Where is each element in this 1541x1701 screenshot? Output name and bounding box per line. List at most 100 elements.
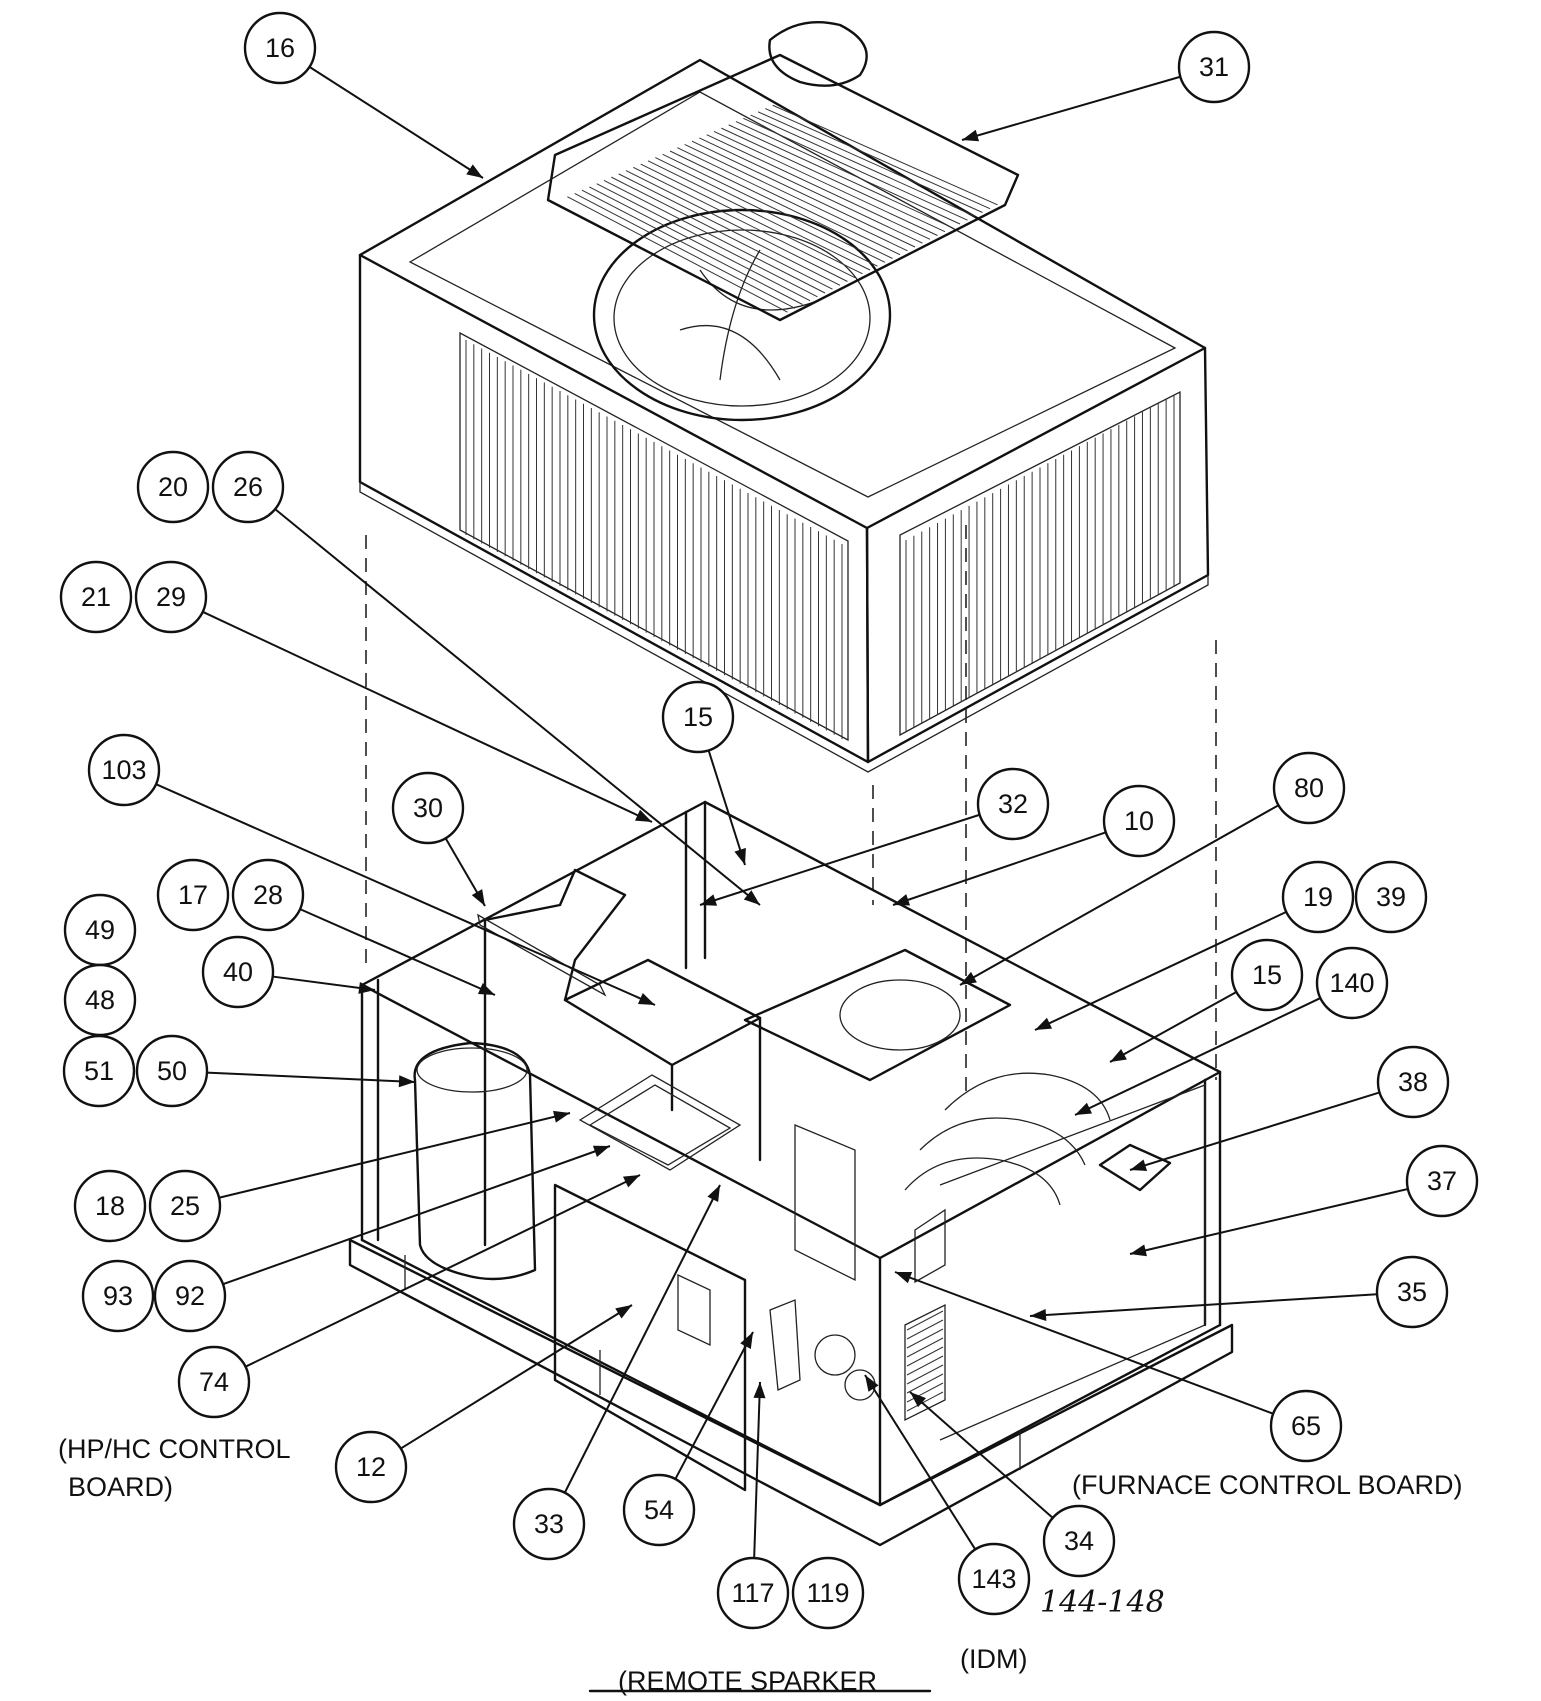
- callout-number: 38: [1398, 1067, 1428, 1097]
- callout-40: 40: [201, 935, 275, 1009]
- callout-25: 25: [148, 1169, 222, 1243]
- callout-number: 80: [1294, 773, 1324, 803]
- callout-30: 30: [391, 771, 465, 845]
- leader-line-32: [699, 813, 980, 906]
- hatch-line: [757, 111, 983, 213]
- caption-furnace-control-board: (FURNACE CONTROL BOARD): [1072, 1470, 1463, 1500]
- hatch-line: [691, 140, 916, 248]
- callout-103: 103: [87, 733, 161, 807]
- hatch-line: [906, 1337, 944, 1358]
- hatch-line: [743, 117, 968, 221]
- hatch-line: [655, 157, 878, 267]
- leader-arrowhead-37: [1130, 1244, 1147, 1257]
- callout-50: 50: [135, 1034, 209, 1108]
- leader-arrowhead-38: [1130, 1159, 1148, 1171]
- leader-line-15: [1109, 991, 1237, 1063]
- callout-number: 37: [1427, 1166, 1457, 1196]
- leader-line-26: [274, 508, 761, 906]
- callout-number: 32: [998, 789, 1028, 819]
- hatch-line: [906, 1328, 944, 1349]
- callout-39: 39: [1354, 860, 1428, 934]
- leader-arrowhead-10: [893, 894, 911, 906]
- leader-arrowhead-28: [477, 983, 495, 995]
- leader-line-25: [218, 1112, 571, 1199]
- callout-32: 32: [976, 767, 1050, 841]
- callout-circle: [1315, 946, 1389, 1020]
- leader-arrowhead-54: [740, 1332, 753, 1349]
- callout-54: 54: [622, 1473, 696, 1547]
- callout-circle: [1375, 1255, 1449, 1329]
- callout-circle: [211, 450, 285, 524]
- callout-29: 29: [134, 560, 208, 634]
- callout-circle: [661, 680, 735, 754]
- callout-circle: [177, 1345, 251, 1419]
- handwritten-range-note: 144-148: [1040, 1585, 1165, 1620]
- callout-74: 74: [177, 1345, 251, 1419]
- caption-hp-hc-line1: (HP/HC CONTROL: [58, 1434, 291, 1464]
- leader-line-33: [563, 1184, 721, 1494]
- callout-number: 15: [1252, 960, 1282, 990]
- callout-117: 117: [716, 1556, 790, 1630]
- callout-number: 40: [223, 957, 253, 987]
- leader-arrowhead-65: [895, 1271, 913, 1284]
- callout-circle: [148, 1169, 222, 1243]
- hatch-line: [735, 121, 961, 225]
- leader-arrowhead-15: [734, 847, 746, 865]
- callout-number: 92: [175, 1281, 205, 1311]
- leader-line-29: [202, 610, 653, 823]
- leader-line-12: [400, 1304, 633, 1450]
- callout-circle: [59, 560, 133, 634]
- callout-number: 15: [683, 702, 713, 732]
- callout-80: 80: [1272, 751, 1346, 825]
- callout-number: 34: [1064, 1526, 1094, 1556]
- hatch-line: [906, 1391, 944, 1412]
- callout-number: 12: [356, 1452, 386, 1482]
- fan-orifice: [592, 208, 892, 422]
- callout-number: 33: [534, 1509, 564, 1539]
- callout-circle: [87, 733, 161, 807]
- callout-number: 35: [1397, 1277, 1427, 1307]
- callout-number: 16: [265, 33, 295, 63]
- callout-circle: [622, 1473, 696, 1547]
- callout-20: 20: [136, 450, 210, 524]
- leader-arrowhead-33: [707, 1185, 720, 1202]
- callout-15: 15: [1230, 938, 1304, 1012]
- callout-15: 15: [661, 680, 735, 754]
- callout-10: 10: [1102, 784, 1176, 858]
- leader-arrowhead-12: [615, 1305, 632, 1319]
- callout-circle: [1102, 784, 1176, 858]
- callout-number: 119: [806, 1578, 849, 1608]
- hatch-line: [906, 1382, 944, 1403]
- callout-circle: [1376, 1045, 1450, 1119]
- leader-arrowhead-103: [637, 993, 655, 1005]
- callout-circle: [1177, 30, 1251, 104]
- callout-21: 21: [59, 560, 133, 634]
- leader-line-38: [1129, 1091, 1380, 1171]
- louver-hatching: [906, 1310, 944, 1412]
- leader-line-10: [892, 831, 1107, 906]
- leader-line-34: [909, 1391, 1054, 1519]
- callout-18: 18: [73, 1169, 147, 1243]
- hatch-line: [618, 173, 841, 286]
- leader-line-35: [1029, 1293, 1378, 1317]
- right-condenser-coil: [905, 395, 1175, 732]
- callout-48: 48: [63, 963, 137, 1037]
- callout-19: 19: [1281, 860, 1355, 934]
- callout-number: 51: [84, 1056, 114, 1086]
- callout-number: 25: [170, 1191, 200, 1221]
- leader-line-19: [1034, 910, 1287, 1031]
- callout-circle: [1272, 751, 1346, 825]
- base-cabinet-assembly: [348, 800, 1234, 1547]
- leader-arrowhead-117: [753, 1382, 766, 1399]
- leader-line-103: [155, 783, 656, 1006]
- leader-arrowhead-50: [398, 1075, 415, 1088]
- leader-arrowhead-29: [634, 809, 652, 822]
- fan-guard-grille: [546, 53, 1020, 322]
- hatch-line: [728, 124, 953, 229]
- hatch-line: [611, 176, 833, 290]
- hatch-line: [647, 160, 871, 271]
- callout-26: 26: [211, 450, 285, 524]
- leader-line-54: [674, 1331, 754, 1480]
- leader-arrowhead-15: [1110, 1048, 1127, 1062]
